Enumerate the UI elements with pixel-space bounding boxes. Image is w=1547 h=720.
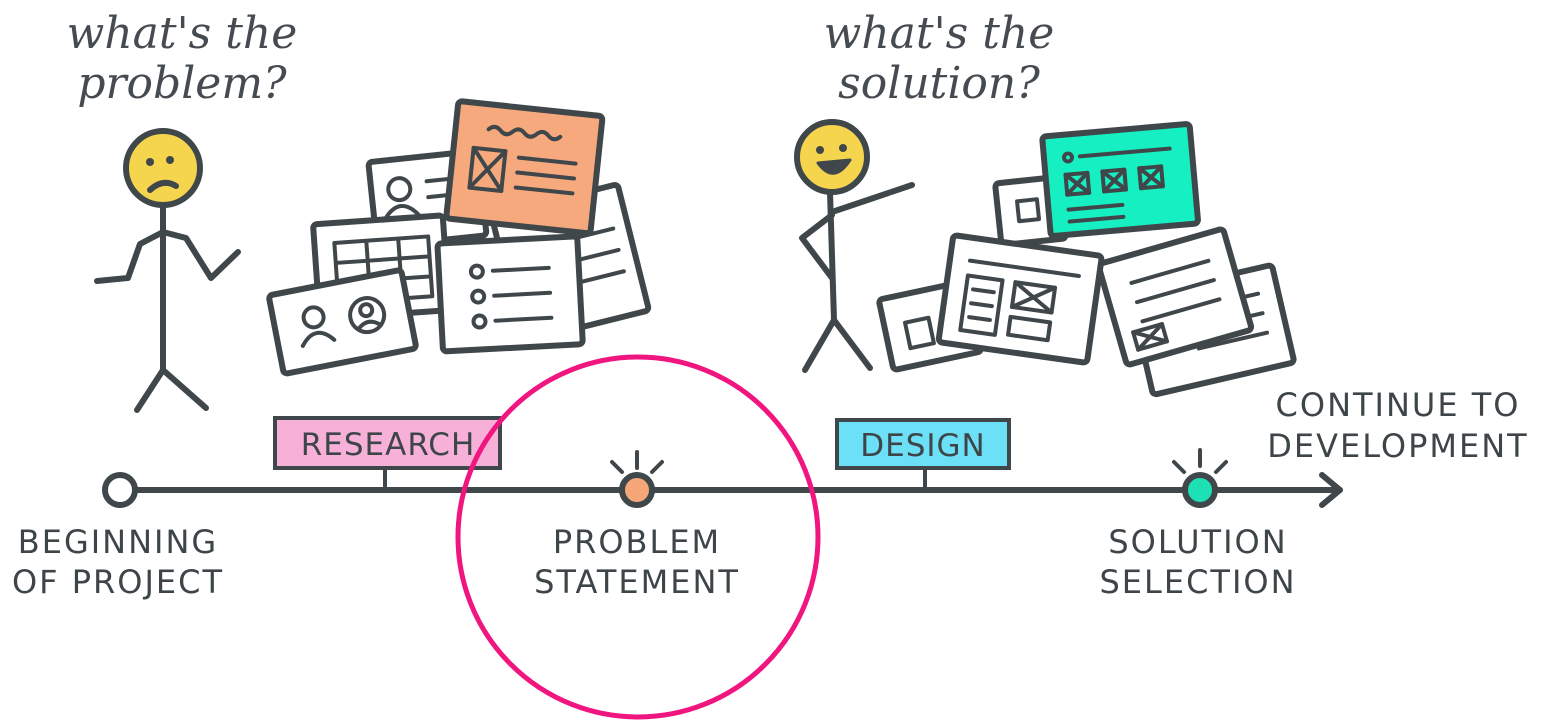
solution-selection-label-line2: SELECTION bbox=[1099, 563, 1296, 601]
worried-stick-figure bbox=[94, 128, 241, 413]
research-card-pile bbox=[266, 98, 652, 377]
beginning-milestone-node bbox=[102, 472, 138, 508]
happy-stick-figure bbox=[794, 119, 915, 373]
solution-selection-milestone-node bbox=[1172, 448, 1228, 508]
design-phase-label: DESIGN bbox=[860, 428, 986, 464]
solution-selection-label-line1: SOLUTION bbox=[1108, 523, 1287, 561]
design-phase-tag: DESIGN bbox=[835, 418, 1011, 470]
problem-question-line1: what's the bbox=[67, 8, 298, 59]
problem-statement-highlight-circle bbox=[455, 354, 821, 720]
sparkle-icon bbox=[1172, 448, 1228, 474]
research-phase-label: RESEARCH bbox=[301, 427, 476, 463]
sparkle-icon bbox=[610, 450, 664, 474]
continue-label-line1: CONTINUE TO bbox=[1276, 386, 1521, 424]
timeline-arrowhead-icon bbox=[1319, 472, 1343, 508]
continue-label-line2: DEVELOPMENT bbox=[1267, 427, 1528, 465]
problem-statement-label-line1: PROBLEM bbox=[553, 523, 721, 561]
beginning-label-line2: OF PROJECT bbox=[12, 563, 224, 601]
problem-statement-label-line2: STATEMENT bbox=[534, 563, 740, 601]
beginning-label-line1: BEGINNING bbox=[18, 523, 218, 561]
research-phase-tag: RESEARCH bbox=[273, 416, 502, 470]
worried-face bbox=[123, 128, 203, 208]
happy-face bbox=[794, 119, 870, 195]
solution-question-line2: solution? bbox=[838, 58, 1040, 109]
solution-question-line1: what's the bbox=[824, 8, 1055, 59]
timeline bbox=[117, 465, 1343, 508]
design-card-pile bbox=[876, 121, 1297, 398]
problem-question-line2: problem? bbox=[77, 58, 287, 109]
problem-statement-milestone-node bbox=[610, 450, 664, 508]
